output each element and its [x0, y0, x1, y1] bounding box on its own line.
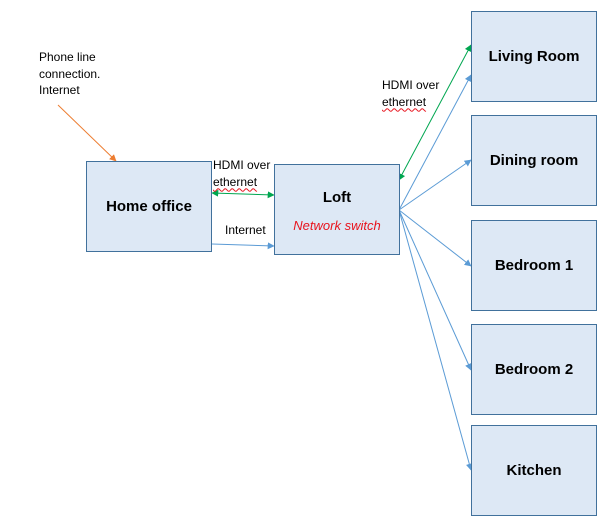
- hdmi-loft-living-arrow: [398, 44, 472, 181]
- network-switch-label: Network switch: [293, 217, 381, 233]
- loft-title: Loft: [322, 188, 352, 206]
- bedroom-2-node: Bedroom 2: [471, 324, 597, 415]
- kitchen-title: Kitchen: [506, 462, 562, 479]
- phone-line-label-line-2: connection.: [39, 66, 101, 81]
- phone-line-label: Phone line connection. Internet: [39, 49, 100, 99]
- kitchen-node: Kitchen: [471, 425, 597, 516]
- internet-home-label: Internet: [225, 223, 266, 237]
- home-office-title: Home office: [106, 198, 192, 215]
- hdmi-living-label-line-2: ethernet: [382, 94, 427, 109]
- loft-to-dining-room-arrow: [398, 159, 472, 211]
- loft-to-bedroom1-arrow: [398, 209, 472, 267]
- hdmi-home-label-line-2: ethernet: [213, 174, 258, 189]
- phone-line-arrow: [57, 104, 117, 162]
- phone-line-label-line-3: Internet: [39, 83, 80, 97]
- living-room-title: Living Room: [488, 48, 580, 65]
- hdmi-living-label: HDMI over ethernet: [382, 77, 439, 110]
- loft-to-kitchen-arrow: [398, 209, 473, 471]
- bedroom-1-node: Bedroom 1: [471, 220, 597, 311]
- hdmi-home-label-line-1: HDMI over: [213, 158, 271, 172]
- bedroom-2-title: Bedroom 2: [494, 361, 574, 378]
- bedroom-1-title: Bedroom 1: [494, 257, 574, 274]
- dining-room-node: Dining room: [471, 115, 597, 206]
- loft-to-living-room-arrow: [398, 74, 472, 211]
- phone-line-label-line-1: Phone line: [39, 50, 96, 64]
- hdmi-home-loft-arrow: [211, 189, 275, 199]
- internet-home-loft-arrow: [211, 242, 275, 250]
- living-room-node: Living Room: [471, 11, 597, 102]
- dining-room-title: Dining room: [489, 152, 579, 169]
- hdmi-living-label-line-1: HDMI over: [382, 78, 440, 92]
- home-office-node: Home office: [86, 161, 212, 252]
- loft-to-bedroom2-arrow: [398, 209, 472, 371]
- loft-node: Loft Network switch: [274, 164, 400, 255]
- hdmi-home-label: HDMI over ethernet: [213, 157, 270, 190]
